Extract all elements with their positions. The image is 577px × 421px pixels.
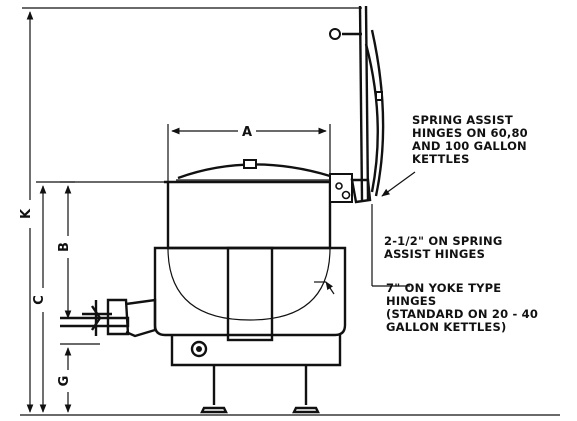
- kettle-jacket: [153, 246, 347, 337]
- kettle-base: [170, 335, 342, 367]
- dimension-g: G: [57, 343, 100, 413]
- lid-open-position: [329, 5, 385, 201]
- kettle-center-column: [226, 246, 274, 342]
- note-line: SPRING ASSIST: [412, 113, 513, 127]
- lid-handle-knob: [243, 159, 257, 169]
- dimension-k-label: K: [19, 208, 34, 219]
- note-spring-assist: SPRING ASSIST HINGES ON 60,80 AND 100 GA…: [412, 113, 528, 166]
- dimension-b: B: [57, 181, 75, 319]
- note-line: HINGES: [386, 294, 436, 308]
- dimension-c: C: [32, 181, 168, 413]
- foot-right: [292, 406, 320, 414]
- note-line: 2-1/2" ON SPRING: [384, 234, 503, 248]
- dimension-c-label: C: [32, 295, 47, 305]
- dimension-g-label: G: [57, 376, 72, 387]
- dimension-a: A: [167, 124, 331, 182]
- dimension-k: K: [19, 7, 362, 413]
- note-clearance-spring: 2-1/2" ON SPRING ASSIST HINGES: [384, 234, 503, 261]
- dimension-a-label: A: [242, 125, 252, 140]
- note-line: HINGES ON 60,80: [412, 126, 528, 140]
- note-line: GALLON KETTLES): [386, 320, 506, 334]
- hinge-bracket: [329, 173, 372, 204]
- note-clearance-yoke: 7" ON YOKE TYPE HINGES (STANDARD ON 20 -…: [386, 281, 538, 334]
- kettle-bowl-bottom: [167, 247, 331, 321]
- dimension-b-label: B: [57, 242, 72, 252]
- note-line: (STANDARD ON 20 - 40: [386, 307, 538, 321]
- note-line: AND 100 GALLON: [412, 139, 527, 153]
- draw-off-valve: [60, 298, 157, 338]
- clearance-dimension: [314, 171, 416, 295]
- note-line: 7" ON YOKE TYPE: [386, 281, 501, 295]
- lid-handle-icon: [329, 28, 341, 40]
- note-line: KETTLES: [412, 152, 470, 166]
- foot-left: [200, 406, 228, 414]
- hinge-pin-icon: [341, 190, 351, 200]
- kettle-body: [153, 159, 347, 414]
- note-line: ASSIST HINGES: [384, 247, 485, 261]
